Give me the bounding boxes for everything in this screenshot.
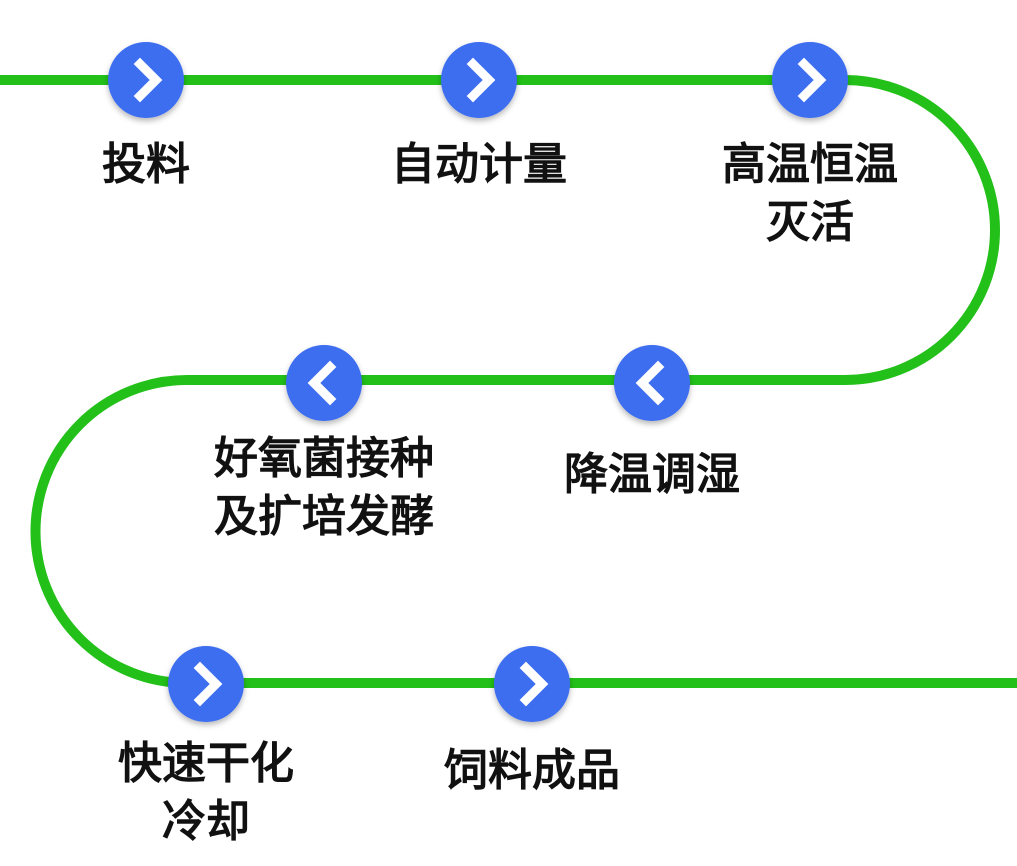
step-label-7: 饲料成品 <box>444 742 620 800</box>
chevron-right-icon <box>519 661 549 707</box>
step-node-4 <box>614 345 690 421</box>
step-node-circle <box>168 646 244 722</box>
step-label-2: 自动计量 <box>391 136 567 194</box>
chevron-right-icon <box>466 57 496 103</box>
step-label-line: 投料 <box>102 139 190 190</box>
step-node-circle <box>614 345 690 421</box>
step-node-1 <box>108 42 184 118</box>
step-node-circle <box>441 42 517 118</box>
step-node-3 <box>772 42 848 118</box>
step-label-4: 降温调湿 <box>564 446 740 504</box>
step-node-6 <box>168 646 244 722</box>
step-node-2 <box>441 42 517 118</box>
step-label-line: 降温调湿 <box>564 449 740 500</box>
step-label-line: 好氧菌接种 <box>214 433 434 484</box>
step-label-line: 及扩培发酵 <box>214 491 434 542</box>
step-label-3: 高温恒温灭活 <box>722 136 898 252</box>
step-label-line: 灭活 <box>766 197 854 248</box>
step-label-line: 冷却 <box>162 796 250 847</box>
chevron-left-icon <box>307 360 337 406</box>
step-label-line: 高温恒温 <box>722 139 898 190</box>
step-label-1: 投料 <box>102 136 190 194</box>
step-label-line: 自动计量 <box>391 139 567 190</box>
chevron-right-icon <box>797 57 827 103</box>
step-node-circle <box>772 42 848 118</box>
step-node-circle <box>494 646 570 722</box>
chevron-right-icon <box>133 57 163 103</box>
step-label-5: 好氧菌接种及扩培发酵 <box>214 430 434 546</box>
flow-track-line <box>0 75 1017 688</box>
step-node-5 <box>286 345 362 421</box>
step-node-circle <box>108 42 184 118</box>
chevron-left-icon <box>635 360 665 406</box>
chevron-right-icon <box>193 661 223 707</box>
step-label-line: 快速干化 <box>118 738 294 789</box>
step-label-6: 快速干化冷却 <box>118 735 294 851</box>
step-node-7 <box>494 646 570 722</box>
step-node-circle <box>286 345 362 421</box>
step-label-line: 饲料成品 <box>444 745 620 796</box>
